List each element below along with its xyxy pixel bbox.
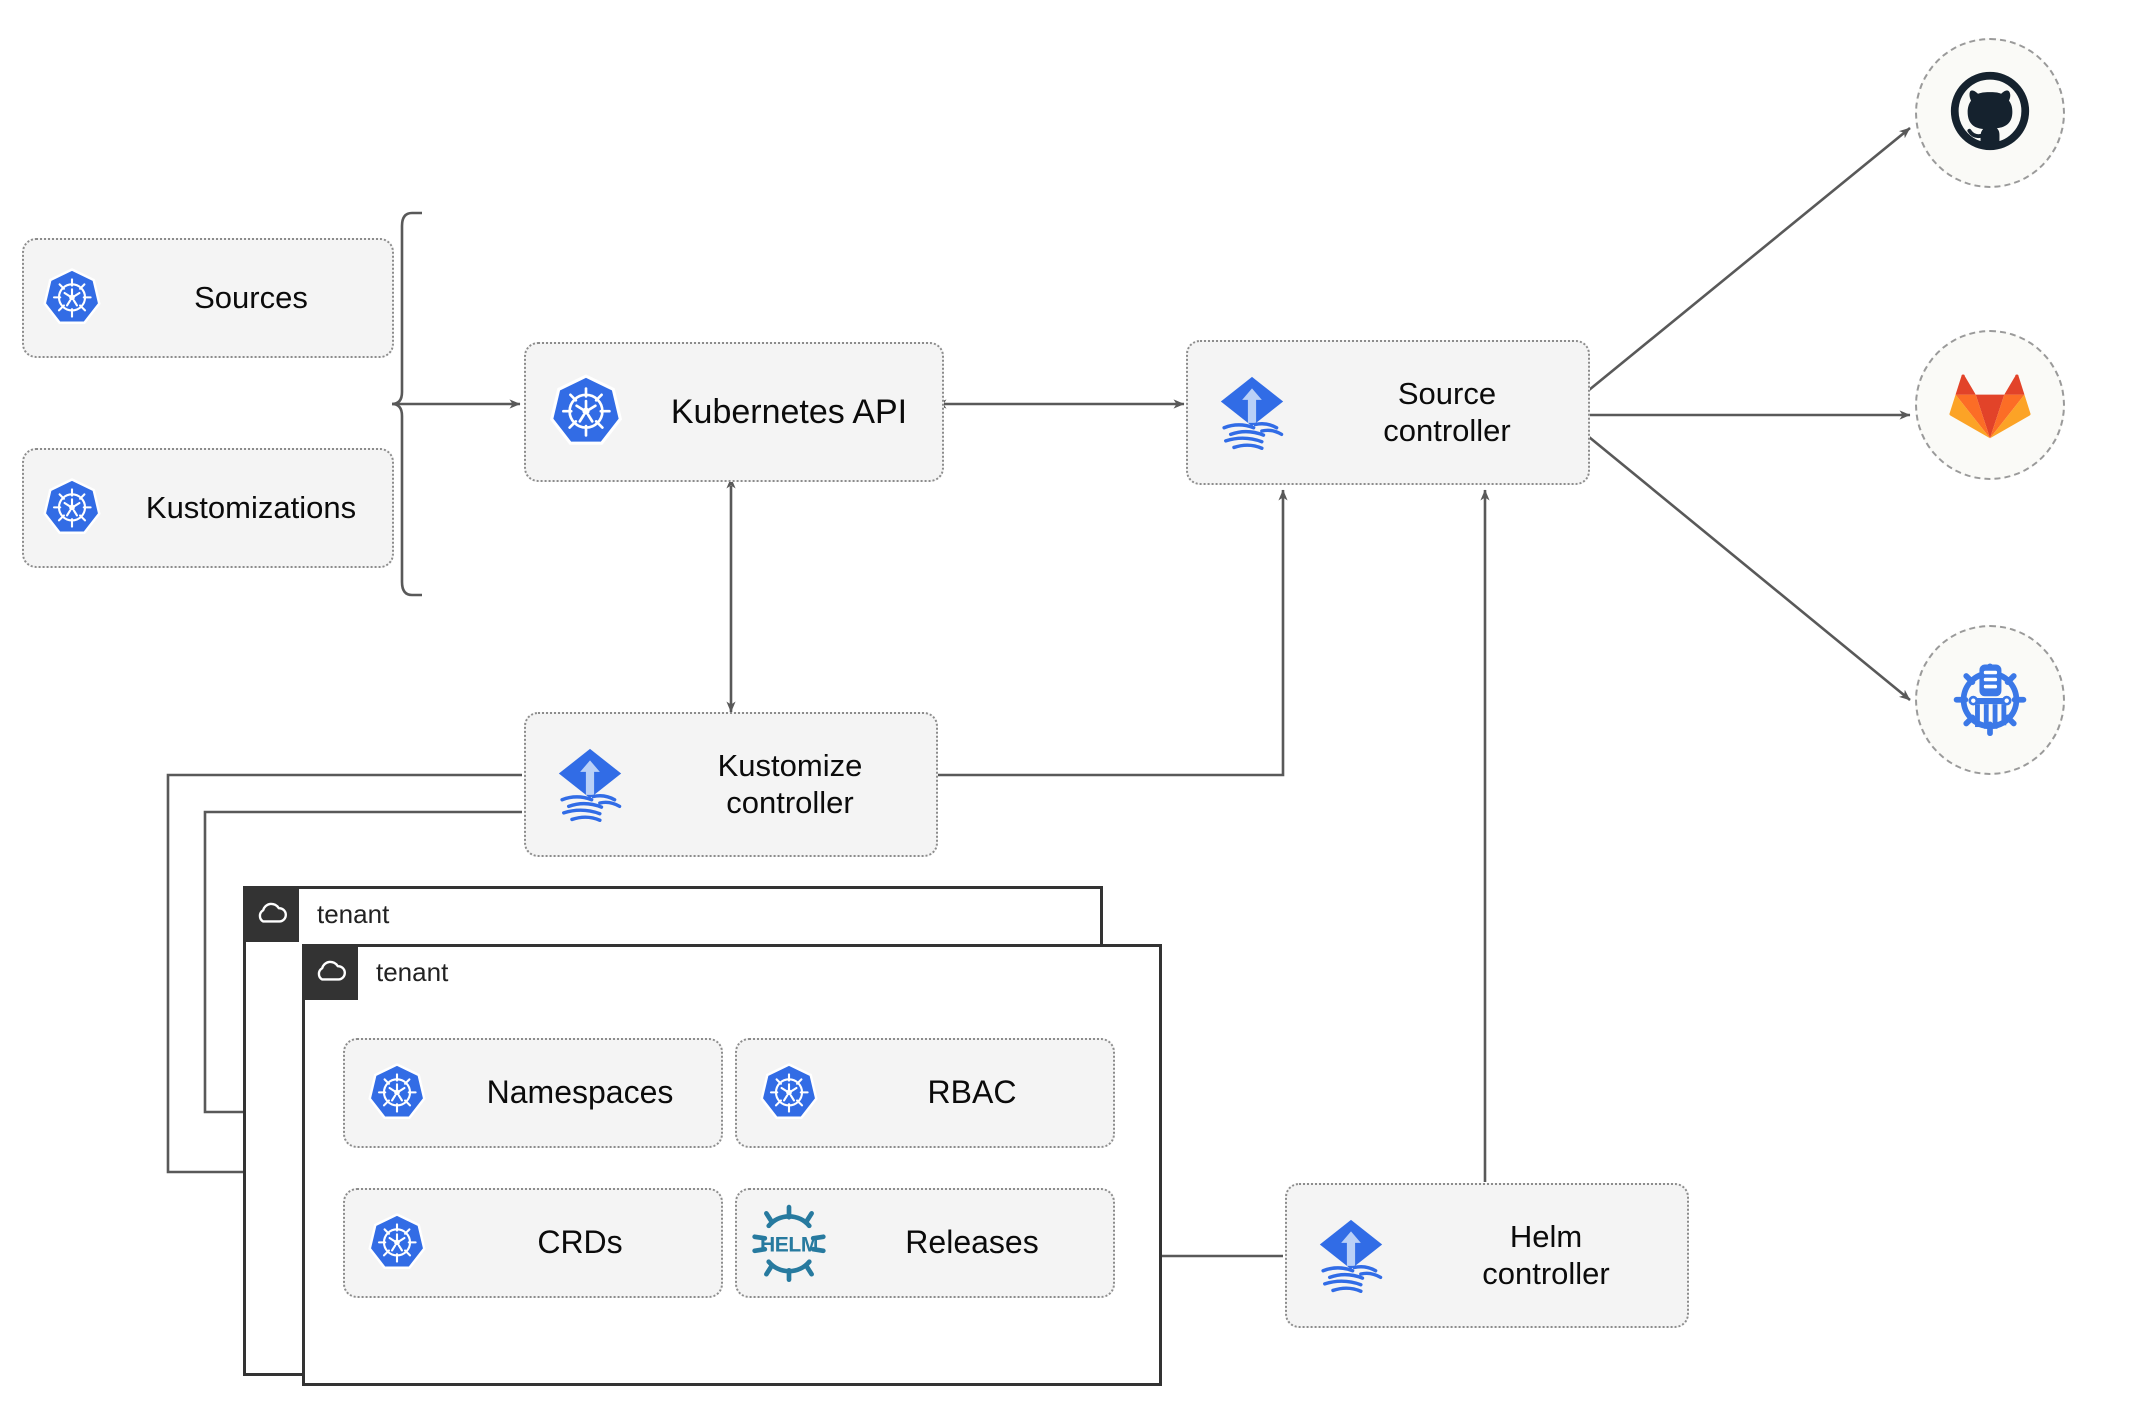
github-icon xyxy=(1947,68,2033,159)
tenant-panel-inner[interactable]: tenant xyxy=(302,944,1162,1386)
node-label: Source controller xyxy=(1383,375,1511,448)
svg-text:HELM: HELM xyxy=(760,1234,818,1257)
tenant-label: tenant xyxy=(317,898,390,929)
node-crds[interactable]: CRDs xyxy=(343,1188,723,1298)
node-releases[interactable]: HELM Releases xyxy=(735,1188,1115,1298)
node-label: Kustomizations xyxy=(145,489,357,525)
node-label: Namespaces xyxy=(486,1074,674,1111)
node-label: RBAC xyxy=(927,1074,1017,1111)
kubernetes-icon xyxy=(737,1038,841,1148)
gitlab-icon xyxy=(1948,361,2032,450)
cloud-icon xyxy=(302,944,358,1000)
node-label: Helm controller xyxy=(1482,1218,1610,1291)
node-kustomizations[interactable]: Kustomizations xyxy=(22,448,394,568)
flux-bucket-icon xyxy=(1946,654,2034,747)
service-gitlab[interactable] xyxy=(1915,330,2065,480)
node-label: Kubernetes API xyxy=(670,392,908,431)
node-namespaces[interactable]: Namespaces xyxy=(343,1038,723,1148)
group-bracket xyxy=(391,211,422,597)
flux-icon xyxy=(526,712,654,857)
node-helm-controller[interactable]: Helm controller xyxy=(1285,1183,1689,1328)
node-label: CRDs xyxy=(537,1224,623,1261)
kubernetes-icon xyxy=(345,1038,449,1148)
node-label: Kustomize controller xyxy=(717,747,863,820)
tenant-tab: tenant xyxy=(302,944,448,1000)
tenant-tab: tenant xyxy=(243,886,389,942)
node-label: Releases xyxy=(905,1224,1039,1261)
kubernetes-icon xyxy=(24,448,120,568)
helm-icon: HELM xyxy=(737,1188,841,1298)
service-github[interactable] xyxy=(1915,38,2065,188)
service-bucket[interactable] xyxy=(1915,625,2065,775)
kubernetes-icon xyxy=(526,342,646,482)
node-kustomize-controller[interactable]: Kustomize controller xyxy=(524,712,938,857)
tenant-label: tenant xyxy=(376,956,449,987)
flux-icon xyxy=(1287,1183,1415,1328)
kubernetes-icon xyxy=(345,1188,449,1298)
node-kubernetes-api[interactable]: Kubernetes API xyxy=(524,342,944,482)
node-sources[interactable]: Sources xyxy=(22,238,394,358)
kubernetes-icon xyxy=(24,238,120,358)
node-label: Sources xyxy=(194,279,308,315)
flux-icon xyxy=(1188,340,1316,485)
node-rbac[interactable]: RBAC xyxy=(735,1038,1115,1148)
cloud-icon xyxy=(243,886,299,942)
node-source-controller[interactable]: Source controller xyxy=(1186,340,1590,485)
